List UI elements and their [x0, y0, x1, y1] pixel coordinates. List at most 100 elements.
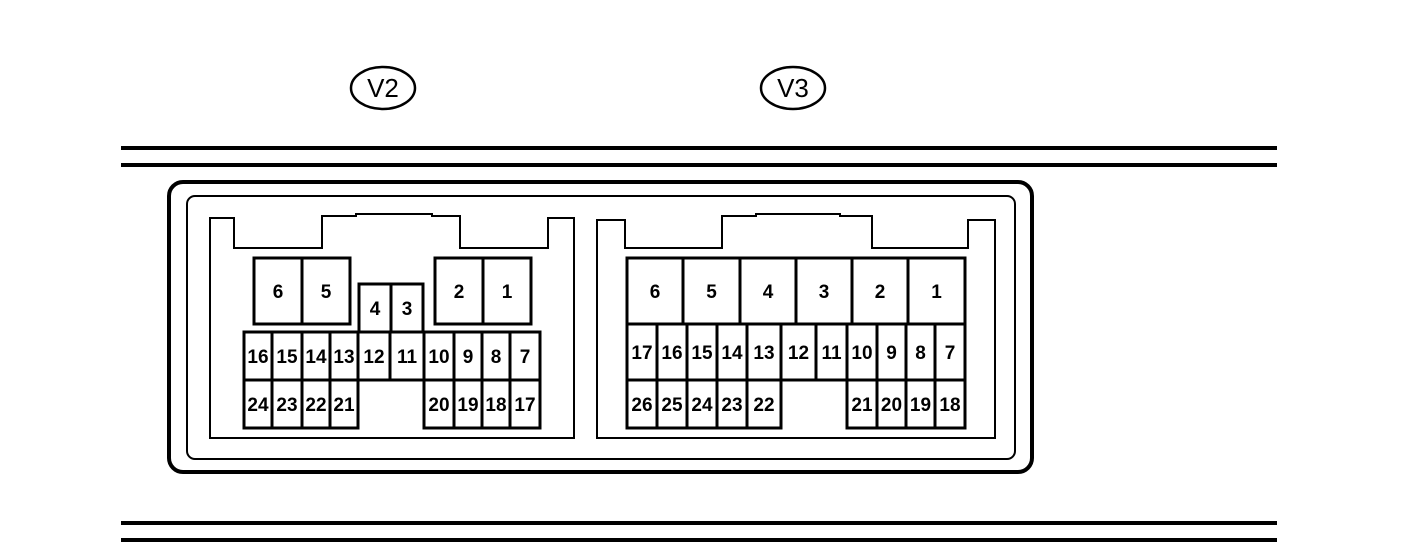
- v2-pin-18: 18: [480, 378, 512, 430]
- v3-pin-label: 8: [915, 343, 926, 364]
- v2-pin-5: 5: [300, 256, 352, 326]
- v3-pin-3: 3: [794, 256, 854, 326]
- v2-pin-label: 5: [321, 282, 332, 303]
- v2-pin-label: 24: [247, 395, 269, 416]
- bottom-rails: [121, 521, 1277, 542]
- v2-pin-2: 2: [433, 256, 485, 326]
- v3-pin-label: 7: [945, 343, 956, 364]
- v2-pin-label: 21: [333, 395, 355, 416]
- v3-pin-label: 17: [631, 343, 652, 364]
- v2-pin-8: 8: [480, 330, 512, 382]
- v2-pin-label: 12: [363, 347, 384, 368]
- v2-pin-label: 22: [305, 395, 326, 416]
- v2-pin-label: 4: [370, 299, 381, 320]
- v2-tag-label: V2: [367, 73, 399, 103]
- v3-pin-23: 23: [715, 378, 749, 430]
- v3-pin-26: 26: [625, 378, 659, 430]
- v3-pin-label: 22: [753, 395, 774, 416]
- v3-pin-label: 19: [910, 395, 931, 416]
- top-rails: [121, 146, 1277, 167]
- v3-pin-label: 26: [631, 395, 652, 416]
- v2-pin-label: 19: [457, 395, 478, 416]
- v3-pin-4: 4: [738, 256, 798, 326]
- v2-pin-label: 23: [276, 395, 297, 416]
- v3-pin-label: 13: [753, 343, 774, 364]
- v3-pin-label: 4: [763, 282, 774, 303]
- v3-pin-18: 18: [933, 378, 967, 430]
- v2-pin-24: 24: [242, 378, 274, 430]
- v2-connector-tag: V2: [349, 65, 417, 111]
- v2-pin-label: 10: [428, 347, 449, 368]
- v2-pin-21: 21: [328, 378, 360, 430]
- v2-pin-label: 8: [491, 347, 502, 368]
- v3-pin-20: 20: [875, 378, 908, 430]
- v2-pin-6: 6: [252, 256, 304, 326]
- v2-connector-body: [209, 213, 575, 439]
- v2-pin-label: 3: [402, 299, 413, 320]
- v3-pin-label: 25: [661, 395, 683, 416]
- v2-pin-label: 13: [333, 347, 354, 368]
- v3-pin-14: 14: [715, 322, 749, 382]
- v3-pin-13: 13: [745, 322, 783, 382]
- v2-pin-label: 11: [397, 347, 418, 368]
- v2-pin-15: 15: [270, 330, 304, 382]
- v2-pin-13: 13: [328, 330, 360, 382]
- v3-pin-6: 6: [625, 256, 685, 326]
- v2-pin-label: 17: [514, 395, 535, 416]
- v3-pin-label: 12: [788, 343, 809, 364]
- v2-pin-label: 18: [485, 395, 506, 416]
- v3-pin-label: 11: [821, 343, 842, 364]
- v2-pin-22: 22: [300, 378, 332, 430]
- v3-pin-label: 6: [650, 282, 661, 303]
- v3-pin-label: 1: [931, 282, 942, 303]
- v2-pin-17: 17: [508, 378, 542, 430]
- v2-pin-label: 2: [454, 282, 465, 303]
- v2-pin-label: 7: [520, 347, 531, 368]
- v3-pin-8: 8: [904, 322, 937, 382]
- v3-pin-15: 15: [685, 322, 719, 382]
- v2-pin-3: 3: [389, 282, 425, 334]
- v3-connector-body: [596, 213, 996, 439]
- v3-pin-label: 18: [939, 395, 960, 416]
- v3-pin-22: 22: [745, 378, 783, 430]
- v3-pin-label: 3: [819, 282, 830, 303]
- v3-pin-label: 20: [881, 395, 902, 416]
- v2-pin-4: 4: [357, 282, 393, 334]
- v2-pin-11: 11: [388, 330, 426, 382]
- v3-pin-label: 23: [721, 395, 742, 416]
- v2-pin-label: 1: [502, 282, 513, 303]
- v3-pin-label: 9: [886, 343, 897, 364]
- v3-pin-21: 21: [845, 378, 879, 430]
- v2-pin-1: 1: [481, 256, 533, 326]
- v2-pin-14: 14: [300, 330, 332, 382]
- v2-pin-7: 7: [508, 330, 542, 382]
- v3-pin-11: 11: [814, 322, 849, 382]
- v3-tag-label: V3: [777, 73, 809, 103]
- v2-pin-label: 9: [463, 347, 474, 368]
- v2-pin-16: 16: [242, 330, 274, 382]
- v3-pin-17: 17: [625, 322, 659, 382]
- v3-pin-1: 1: [906, 256, 967, 326]
- v3-pin-label: 5: [706, 282, 717, 303]
- v2-pin-12: 12: [356, 330, 392, 382]
- ecu-housing-outer: [167, 180, 1034, 474]
- v3-pin-10: 10: [845, 322, 879, 382]
- v2-pin-label: 15: [276, 347, 298, 368]
- v3-pin-label: 2: [875, 282, 886, 303]
- v2-pin-20: 20: [422, 378, 456, 430]
- ecu-housing-inner: [186, 195, 1016, 460]
- v3-pin-12: 12: [779, 322, 818, 382]
- v2-pin-label: 16: [247, 347, 268, 368]
- v3-pin-24: 24: [685, 378, 719, 430]
- v2-pin-9: 9: [452, 330, 484, 382]
- v2-pin-label: 6: [273, 282, 284, 303]
- v3-pin-19: 19: [904, 378, 937, 430]
- v3-pin-9: 9: [875, 322, 908, 382]
- v2-pin-label: 14: [305, 347, 327, 368]
- v3-pin-label: 21: [851, 395, 873, 416]
- v3-pin-25: 25: [655, 378, 689, 430]
- v2-pin-19: 19: [452, 378, 484, 430]
- v2-pin-10: 10: [422, 330, 456, 382]
- v3-connector-tag: V3: [759, 65, 827, 111]
